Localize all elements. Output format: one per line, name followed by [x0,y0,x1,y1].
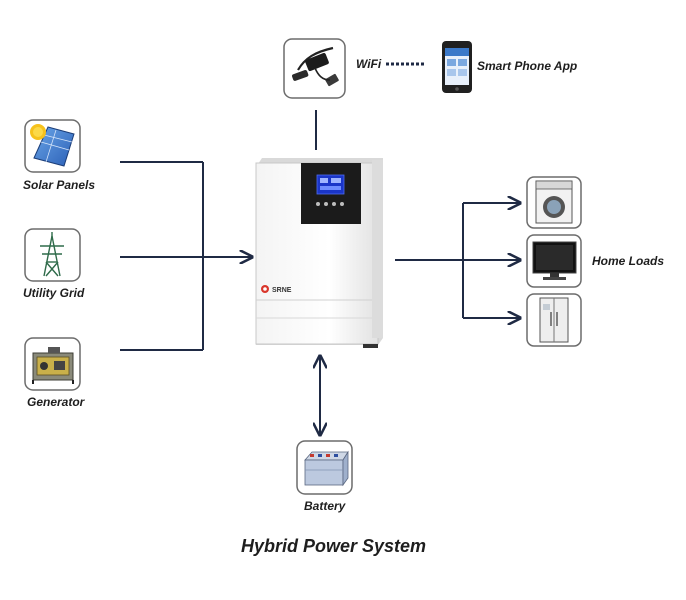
inverter-unit: SRNE [255,158,383,348]
wifi-dongle-icon [292,46,339,87]
battery-label: Battery [304,499,347,513]
generator-label: Generator [27,395,86,409]
solar-panel-icon [30,124,75,167]
smart-phone-app-label: Smart Phone App [477,59,577,73]
television-icon [532,241,577,280]
home-loads-node: Home Loads [526,176,664,347]
utility-grid-node: Utility Grid [23,228,85,300]
solar-panels-label: Solar Panels [23,178,95,192]
power-tower-icon [40,232,64,277]
wifi-label: WiFi [356,57,382,71]
battery-node: Battery [296,440,353,513]
home-loads-label: Home Loads [592,254,664,268]
generator-icon [32,347,74,384]
battery-icon [304,450,349,487]
diagram-title: Hybrid Power System [241,536,426,556]
solar-panels-node: Solar Panels [23,119,95,192]
smartphone-icon [442,41,472,93]
generator-node: Generator [24,337,86,409]
smart-phone-app-node: Smart Phone App [442,41,577,93]
utility-grid-label: Utility Grid [23,286,85,300]
connection-lines [120,62,520,435]
refrigerator-icon [539,297,569,343]
inverter-brand-label: SRNE [272,287,292,294]
washing-machine-icon [535,180,573,224]
inverter-icon [255,158,383,348]
wifi-node: WiFi [283,38,382,99]
